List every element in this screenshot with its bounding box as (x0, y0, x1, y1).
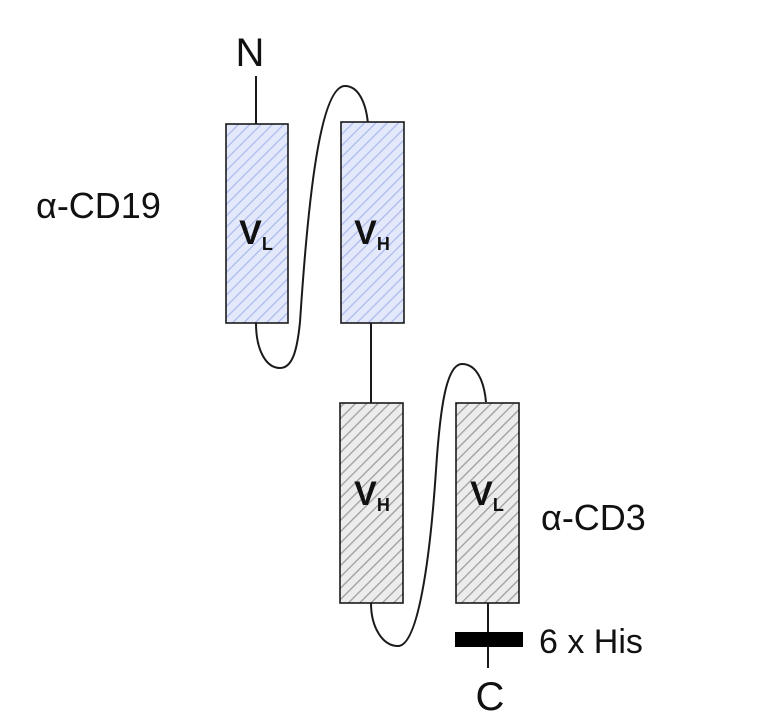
domain-label-cd3-vl-sub: L (493, 495, 504, 515)
cd19-label: α-CD19 (36, 185, 161, 226)
n-terminus-label: N (236, 31, 265, 75)
c-terminus-label: C (476, 675, 505, 719)
domain-label-cd19-vh-sub: H (377, 234, 390, 254)
domain-label-cd3-vl: VL (470, 475, 504, 515)
domain-label-cd3-vh: VH (354, 475, 390, 515)
domain-box-cd3-vl (455, 402, 520, 604)
domain-label-cd19-vh-main: V (354, 214, 377, 252)
domain-label-cd19-vl: VL (239, 214, 273, 254)
domain-label-cd3-vh-sub: H (377, 495, 390, 515)
domain-label-cd3-vh-main: V (354, 475, 377, 513)
domain-label-cd3-vl-main: V (470, 475, 493, 513)
linker-loop-cd3-bottom (370, 469, 437, 648)
linker-loop-cd19-bottom (255, 321, 301, 370)
linker-loop-cd3-top (435, 362, 487, 471)
his-tag-label: 6 x His (539, 623, 643, 661)
domain-label-cd19-vl-sub: L (262, 234, 273, 254)
domain-label-cd19-vl-main: V (239, 214, 262, 252)
his-tag-bar (455, 632, 523, 647)
cd3-label: α-CD3 (541, 497, 646, 538)
domain-box-cd3-vh (339, 402, 404, 604)
domain-box-cd19-vh (340, 121, 405, 324)
domain-label-cd19-vh: VH (354, 214, 390, 254)
domain-box-cd19-vl (225, 123, 289, 324)
linker-loop-top (299, 84, 369, 323)
